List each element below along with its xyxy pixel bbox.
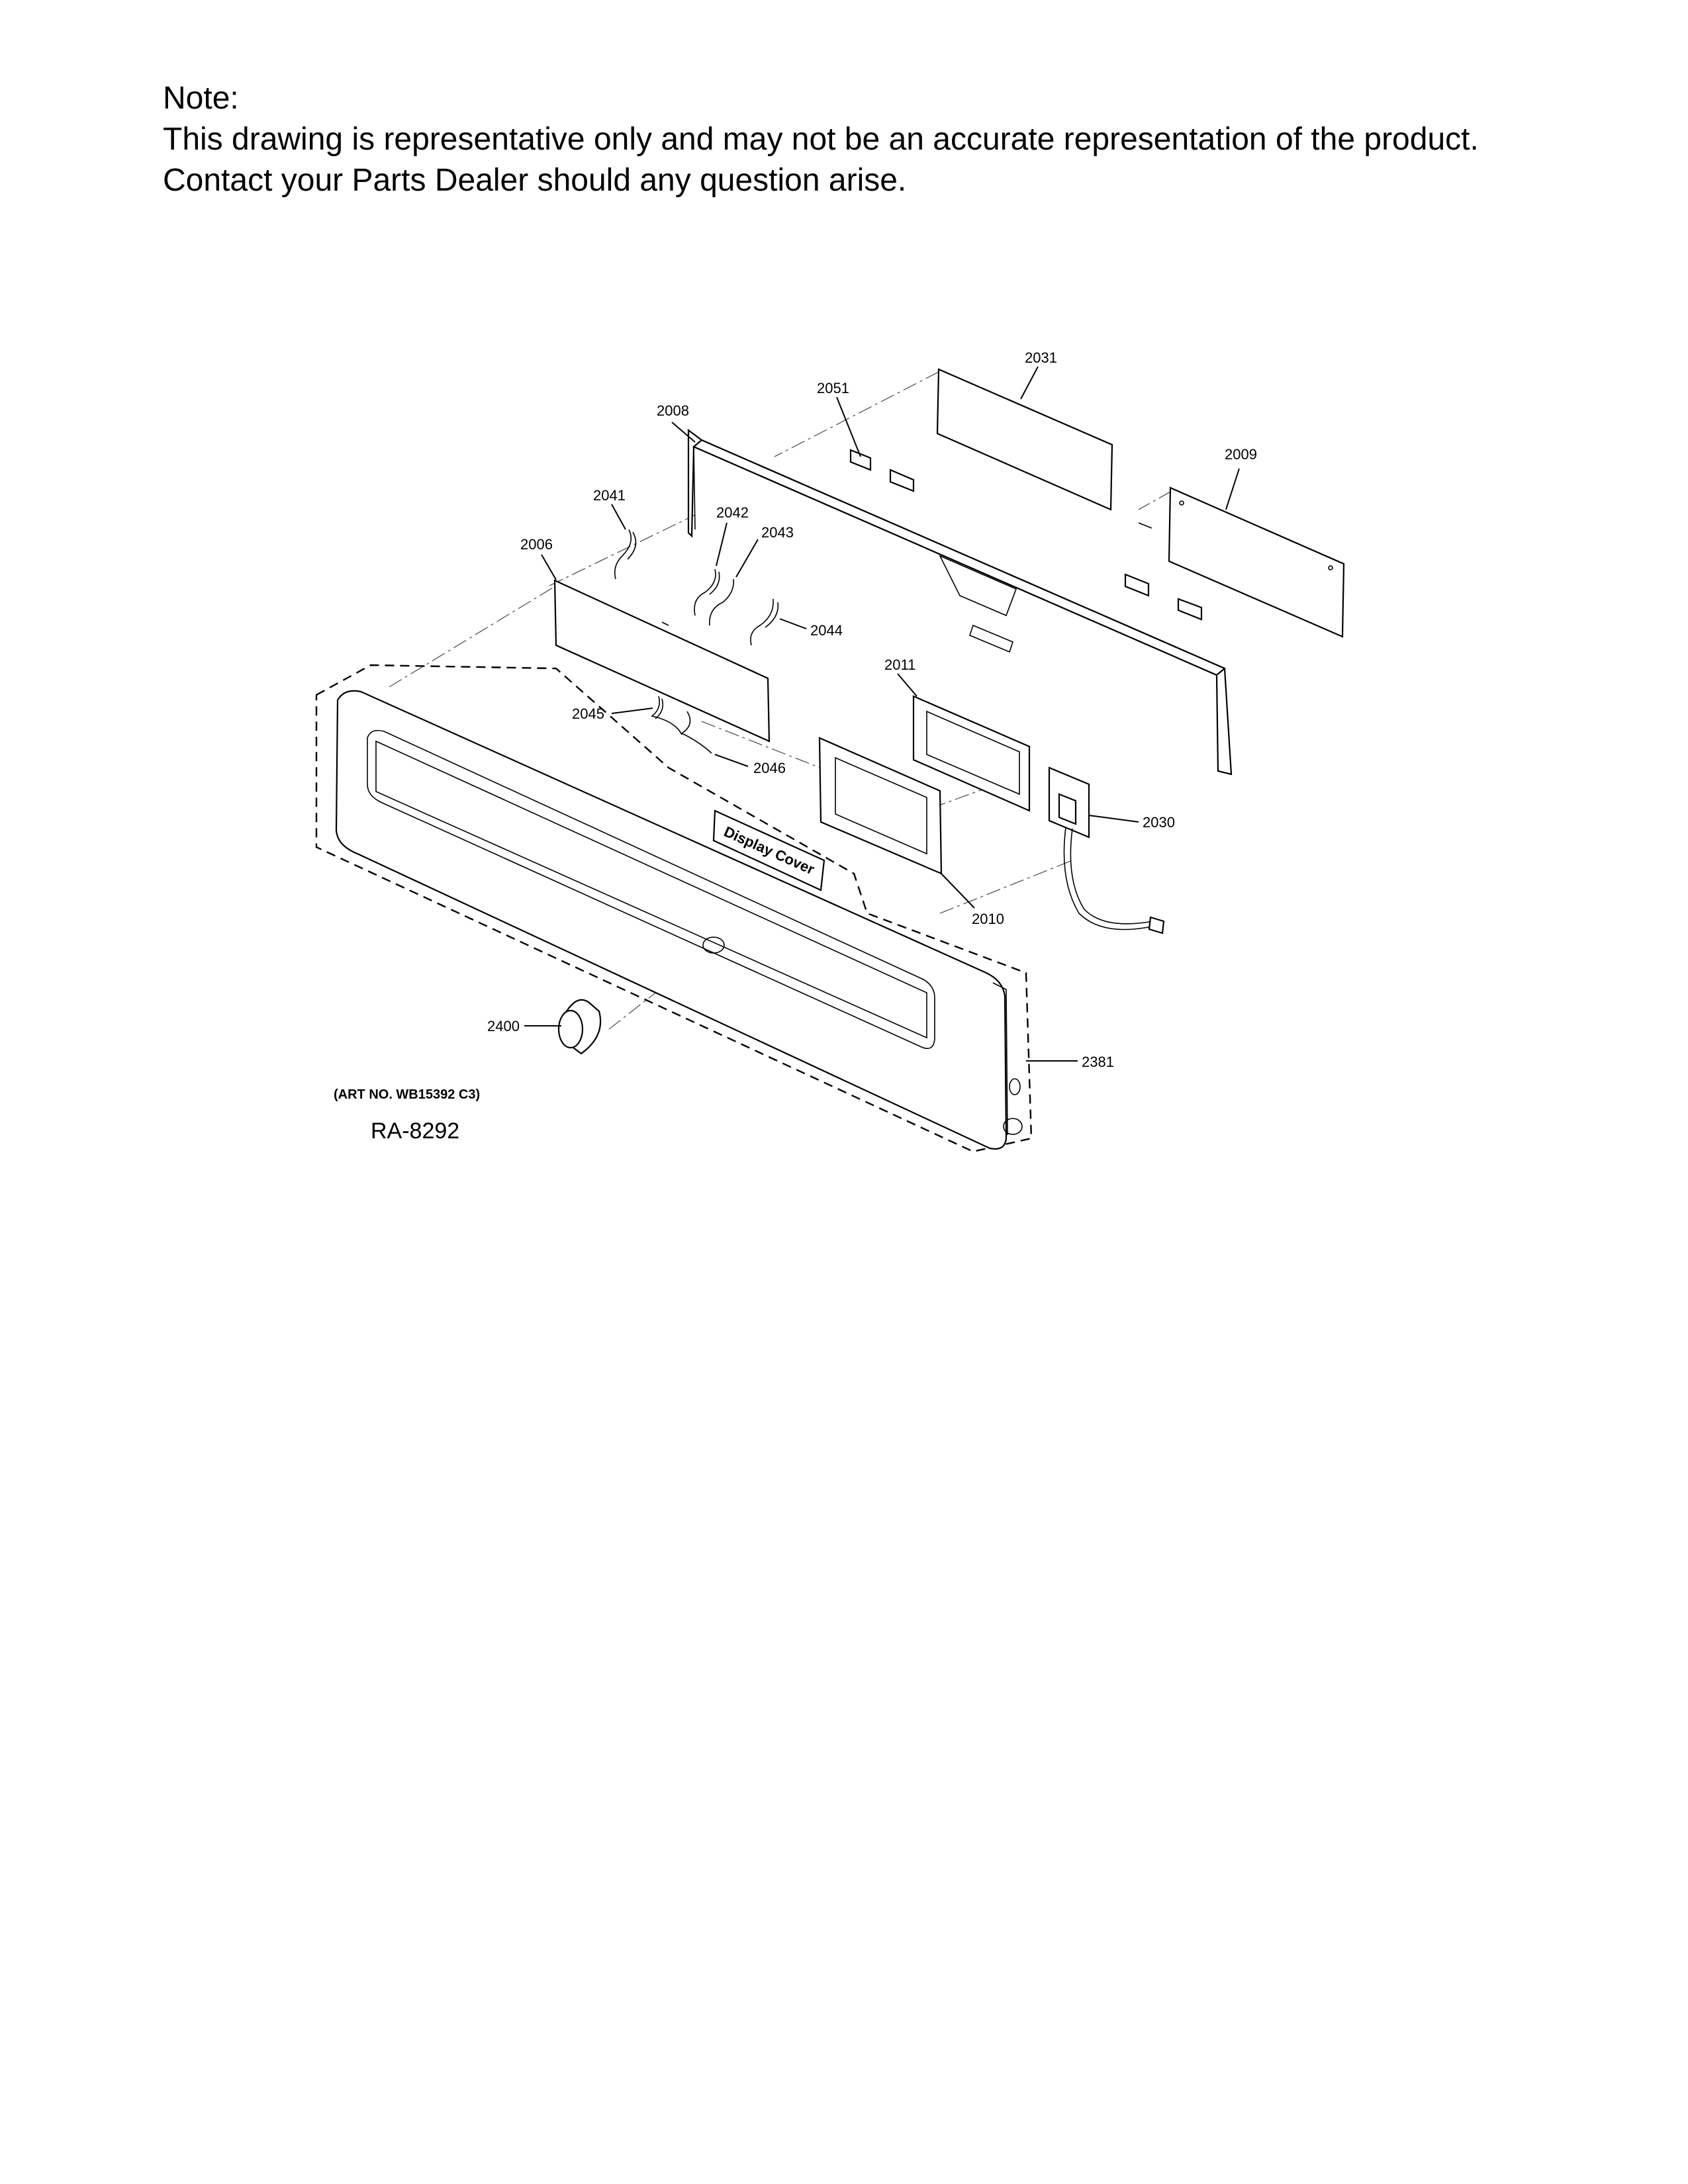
knob-2400 [557, 999, 602, 1055]
switches-2051 [849, 449, 1203, 621]
display-board-2030 [1048, 766, 1165, 934]
callout-2381: 2381 [1082, 1054, 1114, 1070]
control-panel-assembly-2381 [315, 664, 1033, 1153]
control-board-2009 [1168, 486, 1345, 638]
callout-2031: 2031 [1025, 349, 1057, 366]
display-module-2011 [912, 695, 1031, 812]
callout-2041: 2041 [593, 487, 626, 504]
callout-2009: 2009 [1225, 446, 1257, 463]
mounting-bracket-2008 [687, 428, 1233, 776]
drawing-id: RA-8292 [371, 1118, 459, 1144]
callout-2011: 2011 [884, 657, 915, 673]
callout-2042: 2042 [716, 504, 749, 521]
note-line-1: This drawing is representative only and … [163, 122, 1479, 157]
callout-2006: 2006 [520, 536, 553, 553]
wire-harnesses [614, 529, 779, 754]
callout-2008: 2008 [657, 402, 689, 419]
art-number: (ART NO. WB15392 C3) [334, 1087, 480, 1102]
callout-2030: 2030 [1143, 814, 1175, 831]
callout-labels: 2031 2051 2008 2009 2041 2042 2043 2006 … [487, 349, 1257, 1070]
callout-2051: 2051 [817, 380, 849, 396]
control-board-2006 [553, 579, 771, 743]
callout-leaders [524, 366, 1240, 1062]
disclaimer-note: Note: This drawing is representative onl… [163, 78, 1479, 201]
callout-2043: 2043 [761, 524, 794, 541]
note-line-2: Contact your Parts Dealer should any que… [163, 163, 907, 198]
callout-2045: 2045 [572, 705, 604, 722]
control-board-2031 [936, 368, 1113, 511]
callout-2046: 2046 [753, 760, 786, 776]
callout-2400: 2400 [487, 1018, 520, 1034]
callout-2044: 2044 [810, 622, 843, 639]
note-heading: Note: [163, 81, 239, 116]
callout-2010: 2010 [972, 911, 1004, 927]
